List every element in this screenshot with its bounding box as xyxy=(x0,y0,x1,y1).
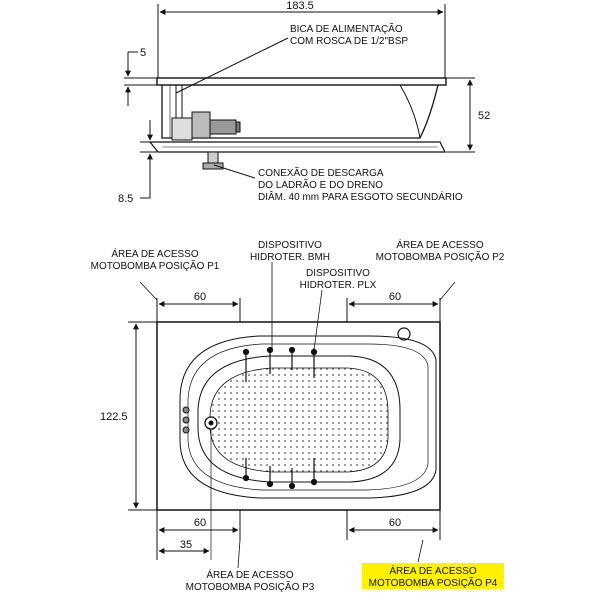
side-view xyxy=(124,4,475,199)
dim-drain: 35 xyxy=(180,539,192,551)
conexao-label-1: CONEXÃO DE DESCARGA xyxy=(258,166,384,179)
bica-label-2: COM ROSCA DE 1/2"BSP xyxy=(290,36,408,47)
dim-p4: 60 xyxy=(389,517,401,529)
label-p1-line2: MOTOBOMBA POSIÇÃO P1 xyxy=(91,259,220,272)
jets-bottom xyxy=(242,458,318,490)
dim-length: 183.5 xyxy=(286,0,314,12)
p4-highlight xyxy=(362,563,504,589)
label-p4-line2: MOTOBOMBA POSIÇÃO P4 xyxy=(369,576,498,589)
overflow-icon xyxy=(397,327,411,341)
label-p4-line1: ÁREA DE ACESSO xyxy=(389,564,476,577)
bica-label-1: BICA DE ALIMENTAÇÃO xyxy=(290,22,403,35)
label-p1-line1: ÁREA DE ACESSO xyxy=(111,247,198,260)
dim-p1: 60 xyxy=(194,291,206,303)
label-bmh-line2: HIDROTER. BMH xyxy=(250,252,330,263)
drain-fitting-icon xyxy=(202,151,224,170)
label-p2-line1: ÁREA DE ACESSO xyxy=(396,238,483,251)
pump-icon xyxy=(171,85,241,141)
dim-height: 52 xyxy=(478,110,490,122)
label-p2-line2: MOTOBOMBA POSIÇÃO P2 xyxy=(376,250,505,263)
label-plx-line1: DISPOSITIVO xyxy=(306,268,370,279)
dim-base: 8.5 xyxy=(118,193,133,205)
label-p3-line1: ÁREA DE ACESSO xyxy=(206,568,293,581)
dim-p3: 60 xyxy=(194,517,206,529)
jets-top xyxy=(242,346,318,382)
dim-width: 122.5 xyxy=(100,411,128,423)
label-bmh-line1: DISPOSITIVO xyxy=(258,240,322,251)
top-view xyxy=(128,262,456,569)
dim-p2: 60 xyxy=(389,291,401,303)
conexao-label-3: DIÂM. 40 mm PARA ESGOTO SECUNDÁRIO xyxy=(258,190,463,203)
label-plx-line2: HIDROTER. PLX xyxy=(300,280,377,291)
conexao-label-2: DO LADRÃO E DO DRENO xyxy=(258,178,383,191)
label-p3-line2: MOTOBOMBA POSIÇÃO P3 xyxy=(186,580,315,593)
dim-rim: 5 xyxy=(140,47,146,59)
